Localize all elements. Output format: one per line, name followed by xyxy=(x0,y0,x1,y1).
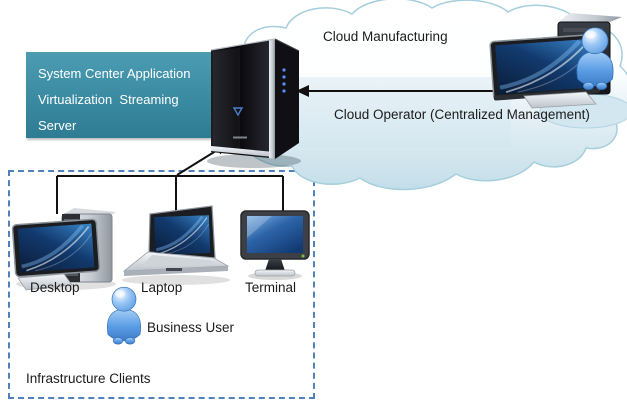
terminal-label: Terminal xyxy=(245,280,297,295)
cloud-operator-label: Cloud Operator (Centralized Management) xyxy=(334,107,590,122)
server-label-line2: Virtualization Streaming xyxy=(38,92,179,107)
clients-to-server-arrowhead xyxy=(214,144,227,155)
server-label-box: System Center Application Virtualization… xyxy=(26,52,216,138)
operator-to-server-arrow xyxy=(296,85,506,97)
cloud-title-label: Cloud Manufacturing xyxy=(323,29,448,44)
laptop-label: Laptop xyxy=(141,280,183,295)
business-user-label: Business User xyxy=(147,320,235,335)
operator-monitor-icon xyxy=(489,33,601,101)
server-icon xyxy=(207,38,301,168)
operator-tower-icon xyxy=(557,13,622,95)
server-logo-icon xyxy=(232,107,244,117)
desktop-label: Desktop xyxy=(30,280,80,295)
server-label-line1: System Center Application xyxy=(38,66,191,81)
operator-workstation-icon xyxy=(489,13,622,109)
operator-user-icon xyxy=(576,27,614,91)
operator-keyboard-icon xyxy=(523,91,597,109)
server-label-line3: Server xyxy=(38,118,77,133)
infrastructure-clients-label: Infrastructure Clients xyxy=(26,371,151,386)
infrastructure-clients-box xyxy=(8,170,315,399)
